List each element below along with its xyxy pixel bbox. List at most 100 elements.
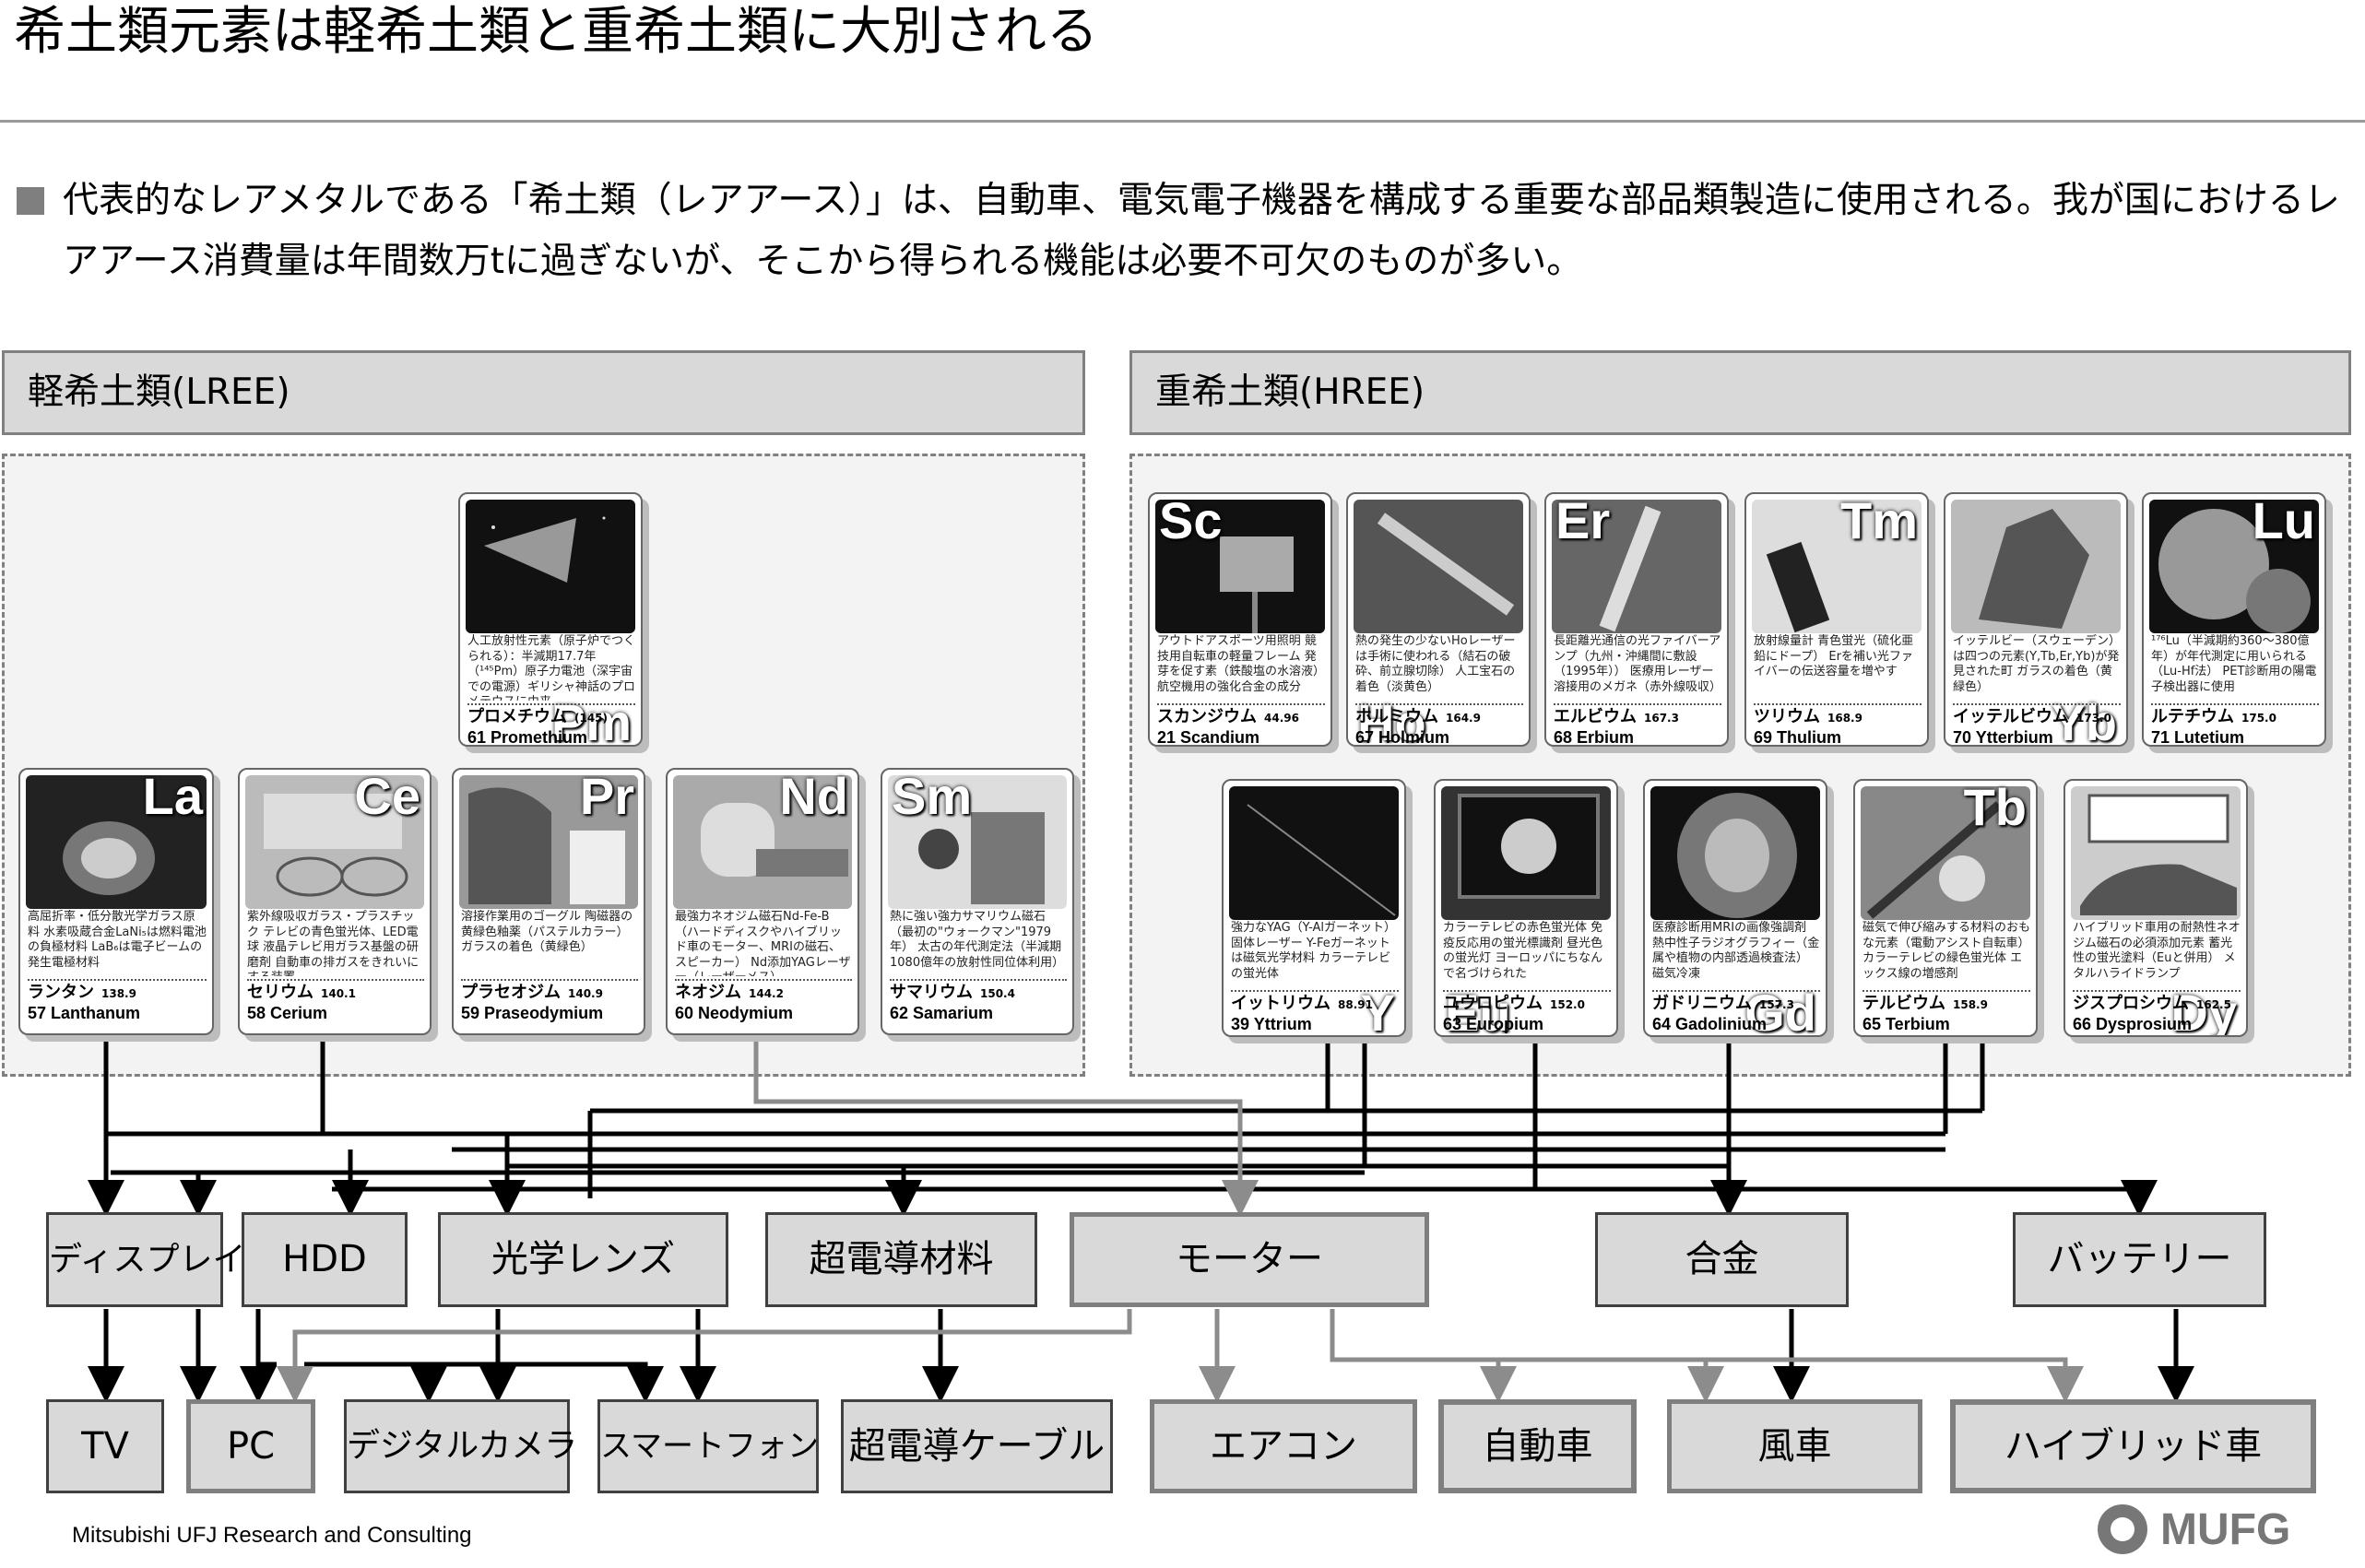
element-description: 紫外線吸収ガラス・プラスチック テレビの青色蛍光体、LED電球 液晶テレビ用ガラ… — [247, 910, 420, 976]
element-symbol: Eu — [1445, 984, 1511, 1037]
element-name-en: 57 Lanthanum — [28, 1004, 141, 1022]
mufg-logo-icon — [2098, 1504, 2147, 1554]
element-symbol: Ce — [354, 768, 420, 825]
element-description: 最強力ネオジム磁石Nd-Fe-B（ハードディスクやハイブリッド車のモーター、MR… — [675, 910, 851, 976]
element-name-en: 61 Promethium — [467, 728, 588, 747]
element-name-en: 66 Dysprosium — [2073, 1015, 2193, 1033]
element-card-pr: Pr 溶接作業用のゴーグル 陶磁器の黄緑色釉薬（パステルカラー） ガラスの着色（… — [452, 768, 645, 1035]
element-card-gd: Gd 医療診断用MRIの画像強調剤 熱中性子ラジオグラフィー（金属や植物の内部透… — [1643, 779, 1827, 1037]
element-card-yb: Yb イッテルビー（スウェーデン）は四つの元素(Y,Tb,Er,Yb)が発見され… — [1944, 492, 2128, 747]
app-display: ディスプレイ — [46, 1212, 245, 1307]
product-car: 自動車 — [1438, 1399, 1637, 1493]
app-hdd: HDD — [242, 1212, 408, 1307]
element-symbol: Y — [1360, 984, 1395, 1037]
element-description: カラーテレビの赤色蛍光体 免疫反応用の蛍光標識剤 昼光色の蛍光灯 ヨーロッパにち… — [1443, 921, 1603, 981]
element-description: 長距離光通信の光ファイバーアンプ（九州・沖縄間に敷設（1995年）） 医療用レー… — [1554, 634, 1721, 694]
element-description: ¹⁷⁶Lu（半減期約360～380億年）が年代測定に用いられる（Lu-Hf法） … — [2151, 634, 2317, 694]
intro-text: 代表的なレアメタルである「希土類（レアアース）」は、自動車、電気電子機器を構成す… — [63, 180, 2340, 282]
element-name-en: 67 Holmium — [1355, 728, 1450, 747]
element-symbol: Sc — [1159, 492, 1223, 549]
element-card-pm: Pm 人工放射性元素（原子炉でつくられる）：半減期17.7年（¹⁴⁵Pm）原子力… — [458, 492, 643, 747]
app-motor: モーター — [1070, 1212, 1429, 1307]
footer-company: Mitsubishi UFJ Research and Consulting — [72, 1523, 472, 1548]
element-card-lu: Lu ¹⁷⁶Lu（半減期約360～380億年）が年代測定に用いられる（Lu-Hf… — [2142, 492, 2326, 747]
app-optical-lens: 光学レンズ — [438, 1212, 728, 1307]
element-symbol: Pr — [579, 768, 634, 825]
element-name-en: 62 Samarium — [890, 1004, 994, 1022]
element-name-en: 65 Terbium — [1862, 1015, 1950, 1033]
element-name-en: 21 Scandium — [1157, 728, 1260, 747]
hree-header: 重希土類(HREE) — [1129, 350, 2351, 435]
element-name-en: 71 Lutetium — [2151, 728, 2245, 747]
element-symbol: Nd — [779, 768, 848, 825]
product-smartphone: スマートフォン — [597, 1399, 819, 1493]
element-description: ハイブリッド車用の耐熱性ネオジム磁石の必須添加元素 蓄光性の蛍光塗料（Euと併用… — [2073, 921, 2241, 981]
element-name-en: 68 Erbium — [1554, 728, 1635, 747]
element-description: 高屈折率・低分散光学ガラス原料 水素吸蔵合金LaNi₅は燃料電池の負極材料 La… — [28, 910, 207, 970]
element-name-en: 64 Gadolinium — [1652, 1015, 1768, 1033]
app-battery: バッテリー — [2013, 1212, 2266, 1307]
element-card-tb: Tb 磁気で伸び縮みする材料のおもな元素（電動アシスト自転車） カラーテレビの緑… — [1853, 779, 2038, 1037]
element-card-tm: Tm 放射線量計 青色蛍光（硫化亜鉛にドープ） Erを補い光ファイバーの伝送容量… — [1744, 492, 1929, 747]
bullet-square-icon — [17, 187, 44, 215]
element-description: 医療診断用MRIの画像強調剤 熱中性子ラジオグラフィー（金属や植物の内部透過検査… — [1652, 921, 1820, 981]
element-description: アウトドアスポーツ用照明 競技用自転車の軽量フレーム 発芽を促す素（鉄酸塩の水溶… — [1157, 634, 1325, 694]
element-card-y: Y 強力なYAG（Y-Alガーネット）固体レーザー Y-Feガーネットは磁気光学… — [1222, 779, 1406, 1037]
element-name-en: 59 Praseodymium — [461, 1004, 604, 1022]
element-card-ce: Ce 紫外線吸収ガラス・プラスチック テレビの青色蛍光体、LED電球 液晶テレビ… — [238, 768, 432, 1035]
element-card-sm: Sm 熱に強い強力サマリウム磁石（最初の"ウォークマン"1979年） 太古の年代… — [881, 768, 1074, 1035]
element-description: 磁気で伸び縮みする材料のおもな元素（電動アシスト自転車） カラーテレビの緑色蛍光… — [1862, 921, 2030, 981]
element-symbol: Dy — [2170, 984, 2237, 1037]
element-card-er: Er 長距離光通信の光ファイバーアンプ（九州・沖縄間に敷設（1995年）） 医療… — [1544, 492, 1729, 747]
element-symbol: La — [142, 768, 203, 825]
element-symbol: Tb — [1963, 779, 2027, 836]
element-card-la: La 高屈折率・低分散光学ガラス原料 水素吸蔵合金LaNi₅は燃料電池の負極材料… — [18, 768, 214, 1035]
element-card-ho: Ho 熱の発生の少ないHoレーザーは手術に使われる（結石の破砕、前立腺切除） 人… — [1346, 492, 1531, 747]
element-symbol: Ho — [1357, 693, 1426, 747]
element-symbol: Gd — [1744, 984, 1816, 1037]
element-card-eu: Eu カラーテレビの赤色蛍光体 免疫反応用の蛍光標識剤 昼光色の蛍光灯 ヨーロッ… — [1434, 779, 1618, 1037]
element-card-nd: Nd 最強力ネオジム磁石Nd-Fe-B（ハードディスクやハイブリッド車のモーター… — [666, 768, 859, 1035]
element-card-sc: Sc アウトドアスポーツ用照明 競技用自転車の軽量フレーム 発芽を促す素（鉄酸塩… — [1148, 492, 1332, 747]
element-description: 人工放射性元素（原子炉でつくられる）：半減期17.7年（¹⁴⁵Pm）原子力電池（… — [467, 634, 635, 701]
element-name-en: 70 Ytterbium — [1953, 728, 2053, 747]
element-symbol: Sm — [892, 768, 973, 825]
product-windmill: 風車 — [1667, 1399, 1922, 1493]
element-description: 溶接作業用のゴーグル 陶磁器の黄緑色釉薬（パステルカラー） ガラスの着色（黄緑色… — [461, 910, 633, 954]
element-description: イッテルビー（スウェーデン）は四つの元素(Y,Tb,Er,Yb)が発見された町 … — [1953, 634, 2121, 694]
element-description: 熱の発生の少ないHoレーザーは手術に使われる（結石の破砕、前立腺切除） 人工宝石… — [1355, 634, 1516, 694]
element-description: 放射線量計 青色蛍光（硫化亜鉛にドープ） Erを補い光ファイバーの伝送容量を増や… — [1754, 634, 1914, 678]
mufg-logo-text: MUFG — [2160, 1505, 2291, 1554]
product-hybrid-car: ハイブリッド車 — [1950, 1399, 2316, 1493]
lree-header: 軽希土類(LREE) — [2, 350, 1085, 435]
app-superconductor: 超電導材料 — [765, 1212, 1037, 1307]
element-name-en: 63 Europium — [1443, 1015, 1544, 1033]
page-title: 希土類元素は軽希土類と重希土類に大別される — [14, 2, 1098, 62]
element-card-dy: Dy ハイブリッド車用の耐熱性ネオジム磁石の必須添加元素 蓄光性の蛍光塗料（Eu… — [2063, 779, 2248, 1037]
element-symbol: Tm — [1840, 492, 1918, 549]
element-symbol: Er — [1555, 492, 1611, 549]
title-divider — [0, 120, 2365, 123]
product-superconducting-cable: 超電導ケーブル — [841, 1399, 1113, 1493]
product-tv: TV — [46, 1399, 164, 1493]
element-name-en: 58 Cerium — [247, 1004, 328, 1022]
product-pc: PC — [186, 1399, 315, 1493]
element-name-jp: プロメチウム(145) — [467, 703, 635, 728]
element-symbol: Pm — [550, 693, 632, 747]
element-description: 熱に強い強力サマリウム磁石（最初の"ウォークマン"1979年） 太古の年代測定法… — [890, 910, 1065, 970]
